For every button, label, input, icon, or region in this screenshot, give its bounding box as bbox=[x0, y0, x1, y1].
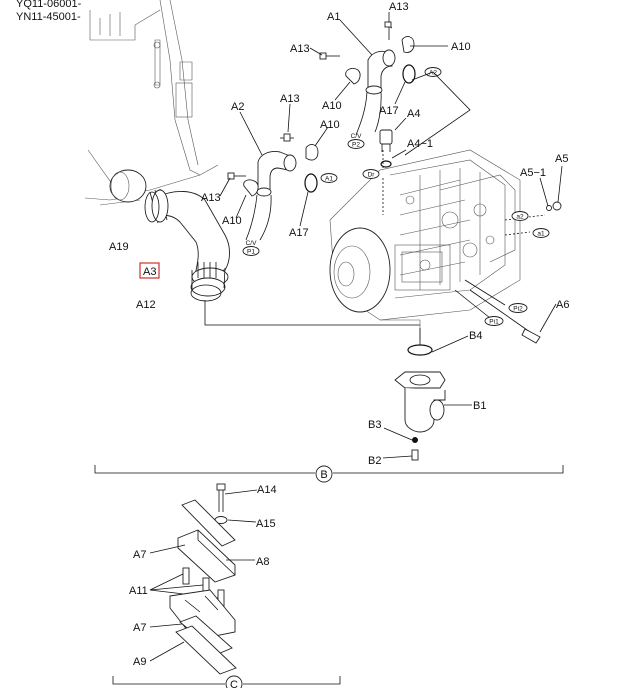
port-tag-cv-p2: C/V P2 bbox=[347, 133, 365, 149]
label-b3: B3 bbox=[368, 419, 381, 431]
label-a13-mid: A13 bbox=[280, 93, 300, 105]
label-a10-right: A10 bbox=[451, 41, 471, 53]
label-a15: A15 bbox=[256, 518, 276, 530]
label-b1: B1 bbox=[473, 400, 486, 412]
elbow-a1-assembly bbox=[309, 12, 471, 156]
label-a5: A5 bbox=[555, 153, 568, 165]
svg-text:A1: A1 bbox=[325, 176, 333, 183]
port-tag-a1-side: a1 bbox=[532, 228, 550, 238]
label-a14: A14 bbox=[257, 484, 277, 496]
port-tag-pi2: Pi2 bbox=[508, 303, 528, 313]
port-tag-a2-side: a2 bbox=[511, 211, 529, 221]
port-tag-dr: Dr bbox=[362, 169, 380, 179]
label-a12: A12 bbox=[136, 299, 156, 311]
flange-assembly bbox=[382, 335, 472, 461]
frame-bracket bbox=[84, 0, 219, 206]
marker-b: B bbox=[320, 469, 327, 481]
hydraulic-pump bbox=[329, 149, 546, 345]
label-a3-highlight: A3 bbox=[139, 262, 160, 279]
elbow-a2-assembly bbox=[219, 103, 329, 241]
label-a7-upper: A7 bbox=[133, 549, 146, 561]
label-a5-1: A5−1 bbox=[520, 167, 546, 179]
label-a9: A9 bbox=[133, 656, 146, 668]
svg-text:Dr: Dr bbox=[368, 172, 376, 179]
label-a4: A4 bbox=[407, 108, 420, 120]
svg-text:P1: P1 bbox=[247, 249, 255, 256]
svg-text:a1: a1 bbox=[537, 231, 545, 238]
svg-text:Pi2: Pi2 bbox=[513, 306, 523, 313]
svg-text:C/V: C/V bbox=[351, 133, 363, 140]
svg-text:P2: P2 bbox=[352, 142, 360, 149]
label-a4-1: A4−1 bbox=[407, 138, 433, 150]
serial-line-2: YN11-45001- bbox=[16, 11, 81, 23]
label-a10-lower: A10 bbox=[222, 215, 242, 227]
svg-text:Pi1: Pi1 bbox=[489, 319, 499, 326]
label-a19: A19 bbox=[109, 241, 129, 253]
label-a3: A3 bbox=[143, 266, 156, 278]
label-a2: A2 bbox=[231, 101, 244, 113]
label-a13-left: A13 bbox=[290, 43, 310, 55]
label-a13-lower: A13 bbox=[201, 192, 221, 204]
suction-hose bbox=[144, 188, 420, 326]
port-tag-a1: A1 bbox=[320, 173, 338, 183]
label-a13-top: A13 bbox=[389, 1, 409, 13]
label-a11: A11 bbox=[129, 585, 148, 597]
port-tag-pi1: Pi1 bbox=[484, 316, 504, 326]
label-a10-upper: A10 bbox=[320, 119, 340, 131]
svg-text:a2: a2 bbox=[516, 214, 524, 221]
label-a7-lower: A7 bbox=[133, 622, 146, 634]
label-a17-top: A17 bbox=[379, 105, 399, 117]
svg-text:C/V: C/V bbox=[246, 240, 258, 247]
label-b2: B2 bbox=[368, 455, 381, 467]
label-a17-lower: A17 bbox=[289, 227, 309, 239]
section-bracket-b: B bbox=[94, 465, 564, 483]
fitting-a4 bbox=[379, 117, 407, 168]
svg-text:A2: A2 bbox=[429, 70, 437, 77]
label-a1: A1 bbox=[327, 11, 340, 23]
serial-line-1: YQ11-06001- bbox=[16, 0, 82, 10]
label-a10-mid: A10 bbox=[322, 100, 342, 112]
label-a6: A6 bbox=[556, 299, 569, 311]
marker-c: C bbox=[230, 679, 238, 688]
port-tag-cv-p1: C/V P1 bbox=[242, 240, 260, 256]
section-bracket-c: C bbox=[112, 675, 341, 688]
label-a8: A8 bbox=[256, 556, 269, 568]
port-tags: A2 A1 Dr a2 a1 Pi2 Pi1 C/V P2 C/V P1 bbox=[242, 67, 550, 326]
side-fittings bbox=[521, 165, 563, 344]
label-b4: B4 bbox=[469, 330, 482, 342]
callout-labels: A1 A13 A13 A10 A10 A17 A4 A4−1 A2 A13 A1… bbox=[109, 1, 569, 668]
mount-stack bbox=[149, 483, 258, 675]
